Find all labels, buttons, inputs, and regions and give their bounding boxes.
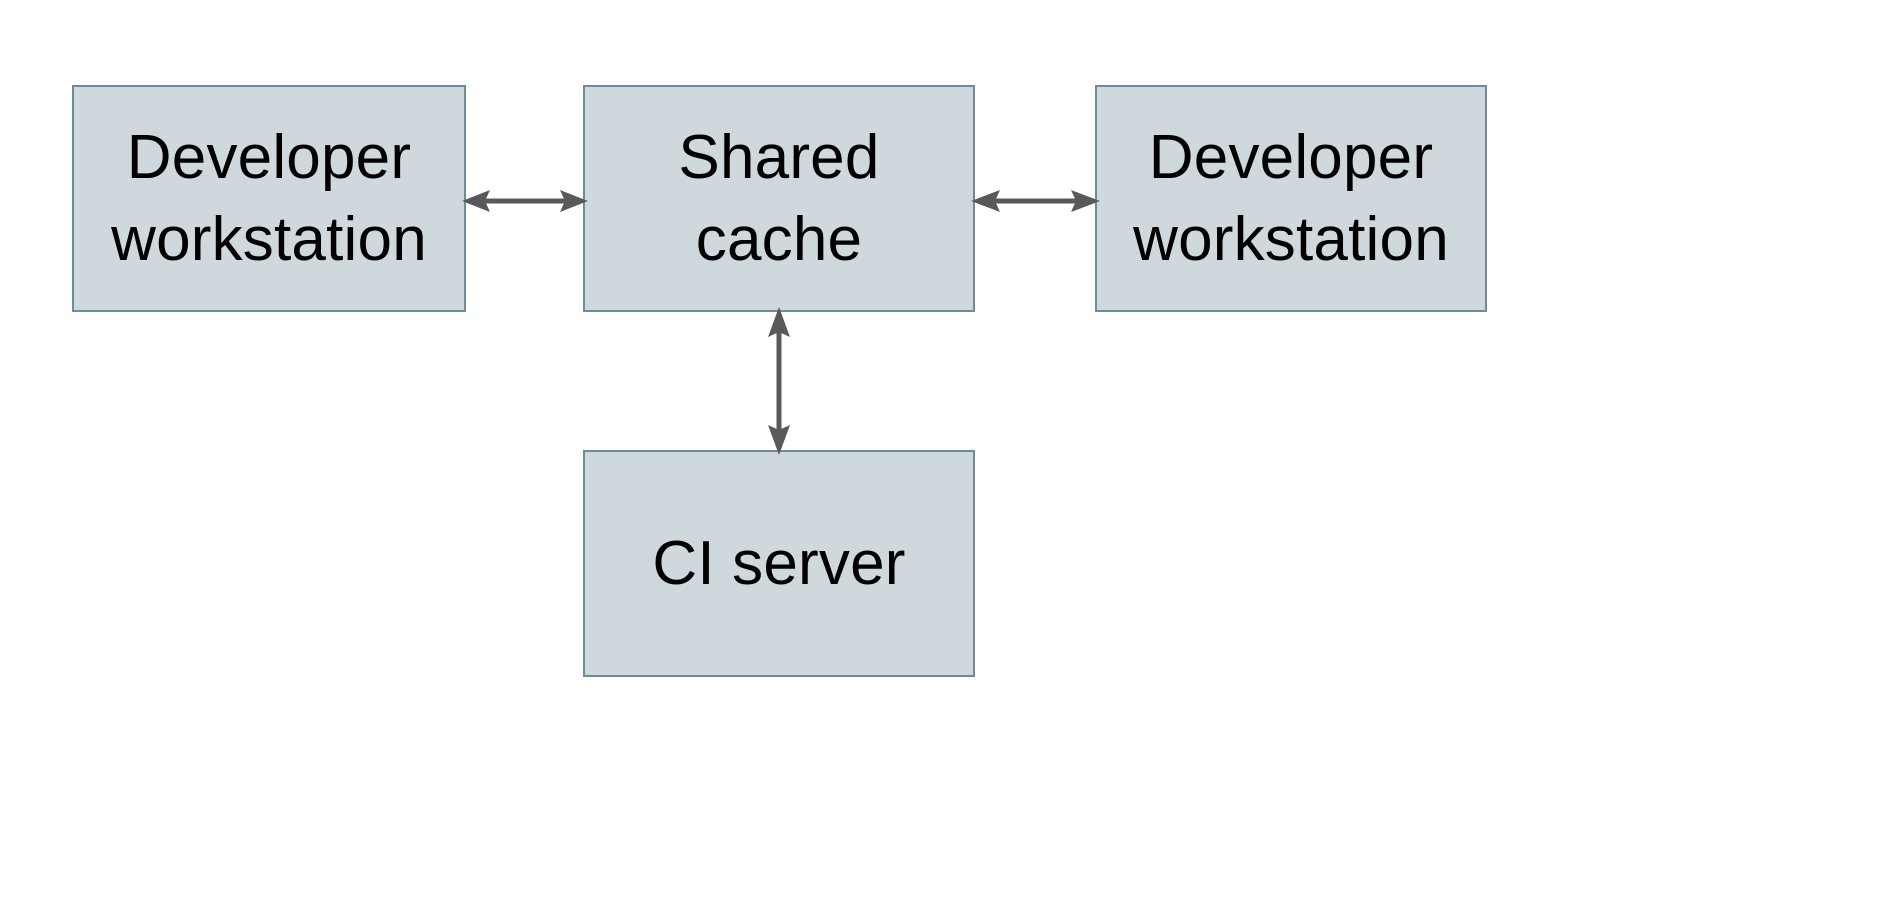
node-shared-cache[interactable]: Shared cache [583, 85, 975, 312]
node-label: Shared cache [678, 122, 880, 274]
node-label: CI server [652, 528, 906, 598]
double-arrow-horizontal-icon [462, 190, 588, 212]
double-arrow-horizontal-icon [971, 190, 1100, 212]
double-arrow-vertical-icon [768, 307, 790, 455]
node-label: Developer workstation [111, 122, 427, 274]
edge-developer-workstation-left-to-shared-cache [460, 168, 590, 234]
edge-shared-cache-to-developer-workstation-right [969, 168, 1102, 234]
node-developer-workstation-left[interactable]: Developer workstation [72, 85, 466, 312]
node-ci-server[interactable]: CI server [583, 450, 975, 677]
node-label: Developer workstation [1133, 122, 1449, 274]
node-developer-workstation-right[interactable]: Developer workstation [1095, 85, 1487, 312]
edge-shared-cache-to-ci-server [746, 305, 812, 457]
